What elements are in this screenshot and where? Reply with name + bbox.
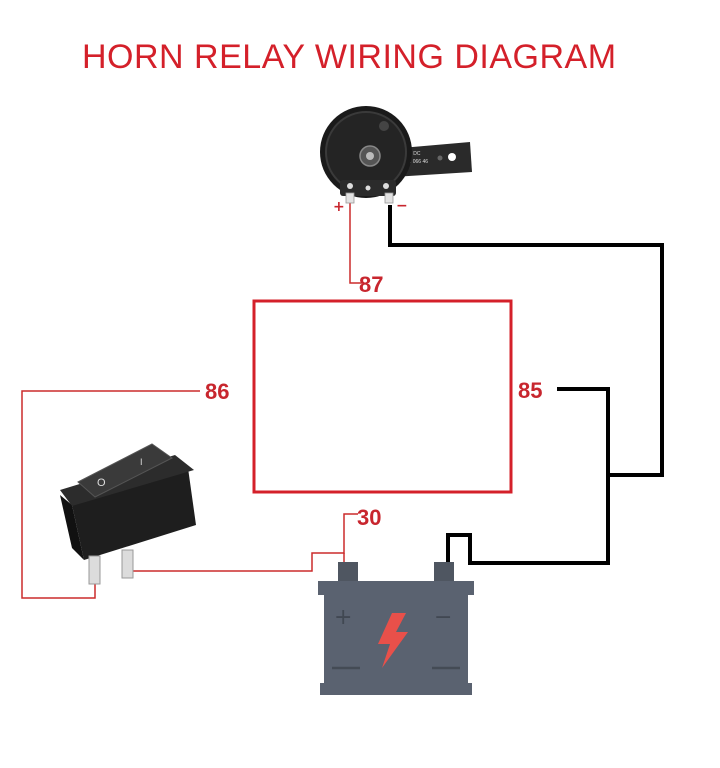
wire-86-to-switch: [21, 390, 200, 599]
battery-positive-post: [338, 562, 358, 582]
pin-86-label: 86: [205, 379, 229, 404]
horn: 12V DC 922 066 46: [320, 106, 472, 204]
horn-negative-terminal: [384, 192, 394, 204]
horn-positive-terminal: [345, 192, 355, 204]
switch-on-mark: I: [140, 457, 143, 467]
switch-off-mark: O: [97, 477, 106, 489]
switch-terminal-left: [88, 555, 101, 585]
terminal-dot-icon: [383, 183, 389, 189]
diagram-title: HORN RELAY WIRING DIAGRAM: [82, 38, 617, 76]
switch-terminal-right: [121, 549, 134, 579]
battery-negative-post: [434, 562, 454, 582]
wire-85-to-battery-negative: [446, 387, 610, 565]
pin-87-label: 87: [359, 272, 383, 297]
wire-horn-negative: [388, 205, 664, 477]
battery-base: [320, 683, 472, 695]
horn-part-text: 922 066 46: [403, 159, 428, 165]
bracket-hole-icon: [448, 153, 456, 161]
wire-horn-positive-to-87: [349, 200, 364, 284]
pin-30-label: 30: [357, 505, 381, 530]
switch-rocker: [77, 443, 173, 498]
horn-minus-label: −: [396, 198, 408, 214]
battery-lid: [318, 581, 474, 595]
rocker-switch: O I: [60, 443, 196, 585]
switch-side: [60, 495, 84, 560]
terminal-dot-icon: [347, 183, 353, 189]
terminal-dot-icon: [365, 185, 371, 191]
battery: [318, 562, 474, 695]
battery-minus-label: −: [434, 605, 452, 630]
bracket-hole-icon: [437, 155, 443, 161]
relay-box: [252, 299, 513, 494]
lightning-bolt-icon: [378, 613, 408, 668]
wire-switch-to-30: [130, 513, 358, 572]
horn-vent-icon: [379, 121, 389, 131]
horn-plus-label: +: [333, 199, 345, 215]
battery-plus-label: +: [334, 605, 352, 630]
pin-85-label: 85: [518, 378, 542, 403]
horn-bolt-icon: [366, 152, 374, 160]
switch-body: [72, 468, 196, 560]
